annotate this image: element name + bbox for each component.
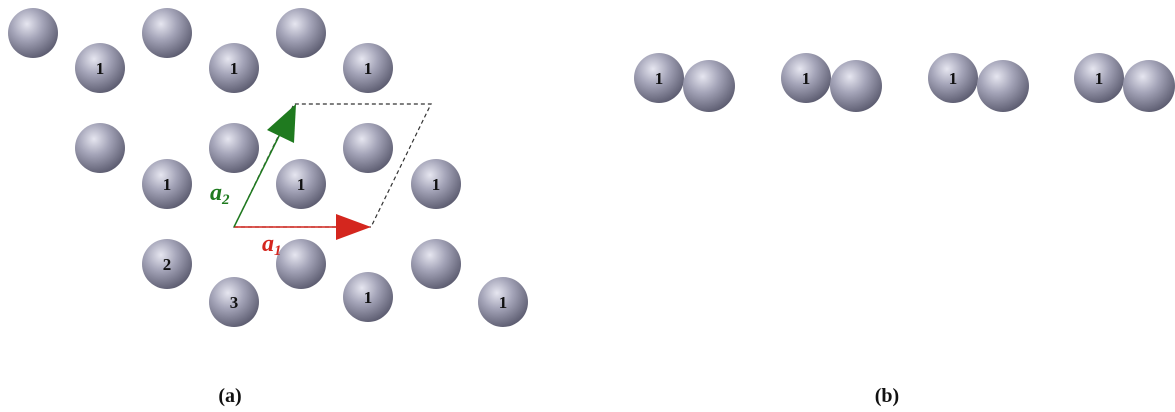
panel_a-atom xyxy=(8,8,58,58)
panel_a-atom xyxy=(75,123,125,173)
atom-sphere xyxy=(683,60,735,112)
atom-label: 1 xyxy=(949,69,958,88)
panel_a-atom xyxy=(411,239,461,289)
atom-sphere xyxy=(411,159,461,209)
panel_a-atom-1: 1 xyxy=(343,43,393,93)
atom-sphere xyxy=(343,123,393,173)
panel_a-atom-1: 1 xyxy=(276,159,326,209)
panel_a-atom xyxy=(276,239,326,289)
atom-sphere xyxy=(142,239,192,289)
atom-sphere xyxy=(1123,60,1175,112)
atom-label: 1 xyxy=(163,175,172,194)
atom-sphere xyxy=(209,277,259,327)
atom-label: 1 xyxy=(364,288,373,307)
atom-sphere xyxy=(411,239,461,289)
atom-label: 1 xyxy=(230,59,239,78)
atom-sphere xyxy=(142,159,192,209)
atom-label: 1 xyxy=(655,69,664,88)
panel_b-atom-1: 1 xyxy=(634,53,684,103)
atom-sphere xyxy=(977,60,1029,112)
panel_b-atom xyxy=(977,60,1029,112)
atom-sphere xyxy=(276,159,326,209)
panel_a-atom xyxy=(276,8,326,58)
panel_a-atom-2: 2 xyxy=(142,239,192,289)
atom-label: 2 xyxy=(163,255,172,274)
atom-sphere xyxy=(276,239,326,289)
a1-arrowhead xyxy=(336,214,371,240)
panel_a-atom-1: 1 xyxy=(411,159,461,209)
atom-sphere xyxy=(634,53,684,103)
atom-sphere xyxy=(75,43,125,93)
panel-a-lattice-top-view: 1 1 1 1 1 1 2 3 1 1 a1 a2 (a) xyxy=(8,8,528,407)
panel_a-atom-3: 3 xyxy=(209,277,259,327)
panel_b-atom-1: 1 xyxy=(781,53,831,103)
atom-sphere xyxy=(8,8,58,58)
atom-sphere xyxy=(209,43,259,93)
atom-sphere xyxy=(209,123,259,173)
a2-arrowhead xyxy=(267,104,296,143)
panel_b-atom xyxy=(1123,60,1175,112)
a2-label: a2 xyxy=(210,180,230,208)
atom-sphere xyxy=(343,272,393,322)
panel-a-caption: (a) xyxy=(218,385,241,407)
atom-sphere xyxy=(75,123,125,173)
atom-sphere xyxy=(478,277,528,327)
lattice-vector-a1: a1 xyxy=(234,214,371,259)
panel_a-atom-1: 1 xyxy=(478,277,528,327)
panel-b-caption: (b) xyxy=(875,385,899,407)
atom-label: 1 xyxy=(297,175,306,194)
panel_a-atom xyxy=(142,8,192,58)
panel-b-lattice-side-view: 1 1 1 1 (b) xyxy=(634,53,1175,407)
atom-label: 1 xyxy=(499,293,508,312)
atom-label: 1 xyxy=(432,175,441,194)
lattice-vector-a2: a2 xyxy=(210,104,296,228)
atom-sphere xyxy=(142,8,192,58)
atom-sphere xyxy=(781,53,831,103)
atom-sphere xyxy=(928,53,978,103)
atom-label: 3 xyxy=(230,293,239,312)
atom-label: 1 xyxy=(1095,69,1104,88)
atom-label: 1 xyxy=(364,59,373,78)
atom-sphere xyxy=(343,43,393,93)
panel_a-atom-1: 1 xyxy=(343,272,393,322)
panel_a-atom-1: 1 xyxy=(209,43,259,93)
panel_a-atom-1: 1 xyxy=(142,159,192,209)
a2-arrow-shaft xyxy=(233,131,282,228)
panel_b-atom xyxy=(830,60,882,112)
atom-label: 1 xyxy=(96,59,105,78)
atom-sphere xyxy=(276,8,326,58)
atom-sphere xyxy=(1074,53,1124,103)
panel_a-atom xyxy=(209,123,259,173)
atom-label: 1 xyxy=(802,69,811,88)
panel_b-atom xyxy=(683,60,735,112)
panel_a-atom-1: 1 xyxy=(75,43,125,93)
panel_b-atom-1: 1 xyxy=(1074,53,1124,103)
panel_a-atom xyxy=(343,123,393,173)
a1-label: a1 xyxy=(262,231,282,259)
unit-cell-outline xyxy=(233,103,432,228)
atom-sphere xyxy=(830,60,882,112)
panel_b-atom-1: 1 xyxy=(928,53,978,103)
